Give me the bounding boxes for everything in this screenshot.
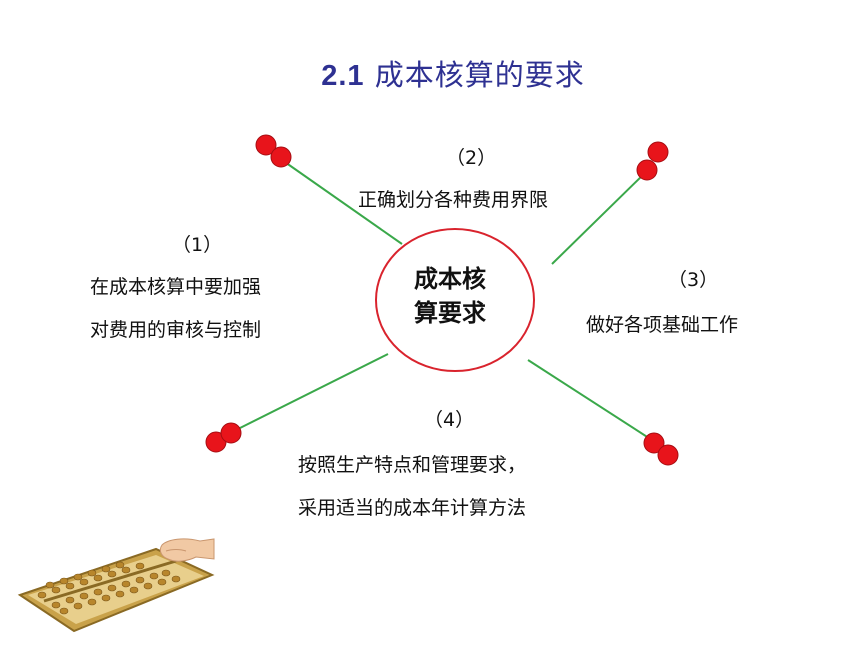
node-4-number: （4） (424, 409, 475, 431)
center-ellipse (375, 228, 535, 372)
node-3-number: （3） (668, 269, 719, 291)
center-label-line-2: 算要求 (414, 299, 486, 327)
node-1-number: （1） (172, 234, 223, 256)
connector-line-top-right (551, 171, 647, 265)
abacus-icon (17, 538, 215, 633)
connector-line-bottom-right (527, 359, 656, 443)
node-2-number: （2） (446, 147, 497, 169)
node-3-line-1: 做好各项基础工作 (586, 314, 739, 336)
center-label-line-1: 成本核 (414, 265, 486, 293)
dot-top-right-outer (647, 141, 669, 163)
dot-bottom-right-outer (657, 444, 679, 466)
dot-bottom-right-inner (643, 432, 665, 454)
dot-top-left-inner (270, 146, 292, 168)
connector-line-top-left (281, 159, 403, 245)
title-number: 2.1 (321, 60, 365, 92)
connector-line-bottom-left (231, 353, 389, 433)
node-4-line-2: 采用适当的成本年计算方法 (298, 497, 527, 519)
node-2-line-1: 正确划分各种费用界限 (358, 189, 549, 211)
slide-title: 2.1 成本核算的要求 (0, 52, 860, 94)
dot-top-left-outer (255, 134, 277, 156)
node-4-line-1: 按照生产特点和管理要求， (298, 454, 527, 476)
node-1-line-1: 在成本核算中要加强 (90, 276, 262, 298)
dot-top-right-inner (636, 159, 658, 181)
node-1-line-2: 对费用的审核与控制 (90, 319, 262, 341)
title-text: 成本核算的要求 (374, 58, 585, 92)
dot-bottom-left-inner (220, 422, 242, 444)
center-label: 成本核 算要求 (405, 262, 495, 330)
